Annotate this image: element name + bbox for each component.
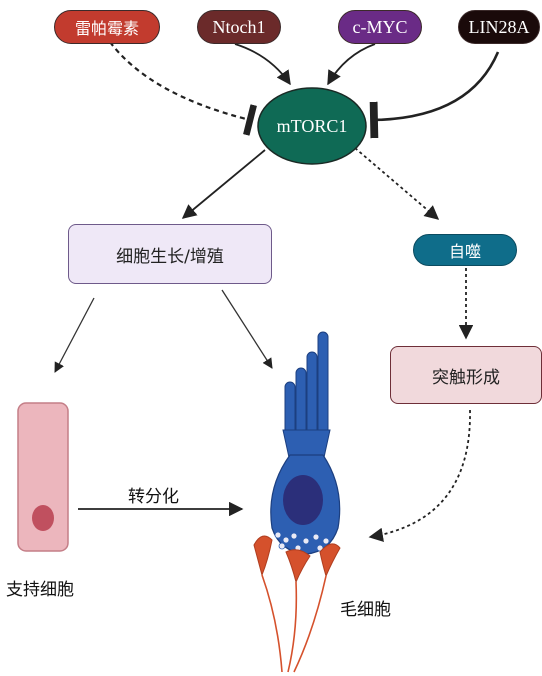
cmyc-node: c-MYC xyxy=(338,10,422,44)
supporting-cell-nucleus xyxy=(32,505,54,531)
lin28a-node: LIN28A xyxy=(458,10,540,44)
hair-cell-label: 毛细胞 xyxy=(340,595,391,620)
mtorc1-to-growth-arrow xyxy=(183,150,265,218)
notch1-node: Ntoch1 xyxy=(197,10,281,44)
lin28a-label: LIN28A xyxy=(469,17,530,38)
mtorc1-label: mTORC1 xyxy=(258,112,366,140)
synapse-formation-label: 突触形成 xyxy=(432,363,500,388)
supporting-cell xyxy=(18,403,68,551)
autophagy-label: 自噬 xyxy=(449,238,481,262)
cell-growth-node: 细胞生长/增殖 xyxy=(68,224,272,284)
lin28a-inhibition-line xyxy=(374,52,498,120)
transdifferentiation-label: 转分化 xyxy=(128,482,179,507)
cmyc-label: c-MYC xyxy=(353,17,408,38)
synapse-formation-node: 突触形成 xyxy=(390,346,542,404)
notch1-label: Ntoch1 xyxy=(213,17,266,38)
rapamycin-node: 雷帕霉素 xyxy=(54,10,160,44)
hair-cell xyxy=(254,332,340,672)
mtorc1-to-autophagy-arrow xyxy=(355,148,438,219)
supporting-cell-label: 支持细胞 xyxy=(6,575,74,600)
rapamycin-inhibition-line xyxy=(110,42,250,120)
growth-to-haircell-arrow xyxy=(222,290,272,368)
notch1-arrow xyxy=(235,44,290,84)
cell-growth-label: 细胞生长/增殖 xyxy=(116,242,224,267)
autophagy-node: 自噬 xyxy=(413,234,517,266)
rapamycin-label: 雷帕霉素 xyxy=(75,15,139,39)
hair-cell-nucleus xyxy=(283,475,323,525)
stereocilia xyxy=(285,332,328,440)
growth-to-supporting-arrow xyxy=(55,298,94,372)
cmyc-arrow xyxy=(328,44,375,84)
synapse-to-haircell-arrow xyxy=(370,410,470,537)
